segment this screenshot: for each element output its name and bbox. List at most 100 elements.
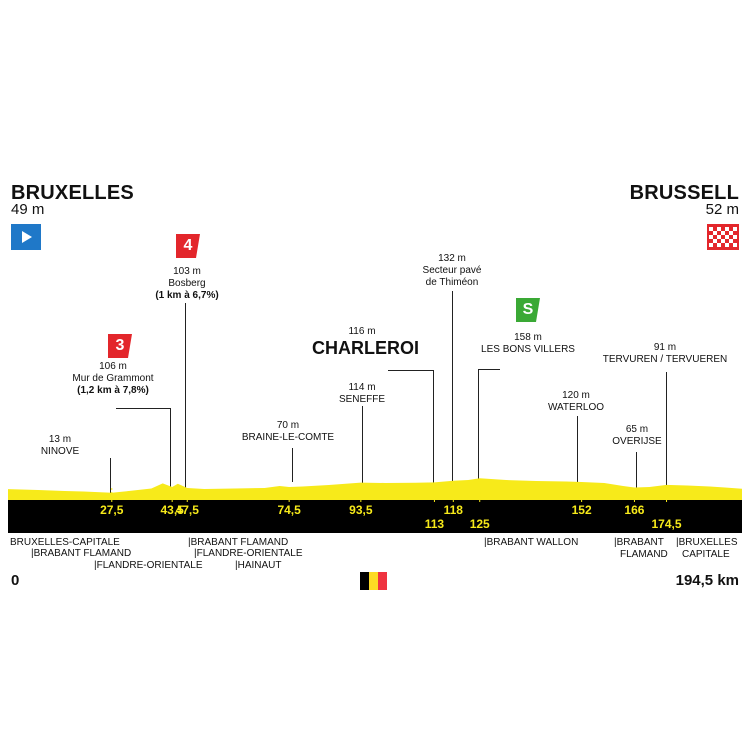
region-text: FLAMAND [620, 549, 668, 560]
finish-km-label: 194,5 km [675, 572, 739, 589]
leader-line [185, 303, 186, 493]
region-label: |BRABANT FLAMAND [188, 537, 288, 549]
flag-stripe [378, 572, 387, 590]
region-text: CAPITALE [682, 549, 730, 560]
place-label-seneffe: 114 m SENEFFE [330, 382, 394, 406]
region-text: BRUXELLES-CAPITALE [10, 537, 120, 548]
climb-category-flag: 3 [108, 334, 132, 358]
region-label: |BRABANT WALLON [484, 537, 578, 549]
start-flag-icon [11, 224, 41, 250]
sprint-name: LES BONS VILLERS [481, 344, 575, 355]
region-label: |HAINAUT [235, 560, 282, 572]
place-altitude: 120 m [562, 390, 590, 401]
place-name: CHARLEROI [312, 338, 419, 358]
place-name: TERVUREN / TERVUEREN [602, 354, 728, 365]
play-icon [22, 231, 32, 243]
region-text: |BRABANT WALLON [484, 537, 579, 548]
km-marker-label: 118 [443, 503, 463, 517]
climb-category-label: 4 [183, 237, 193, 254]
climb-category-flag: 4 [176, 234, 200, 258]
place-label-charleroi: 116 m CHARLEROI [312, 326, 419, 358]
leader-line [170, 408, 171, 490]
start-altitude: 49 m [11, 201, 45, 218]
region-text: |BRABANT [614, 537, 664, 548]
distance-band [8, 500, 742, 533]
place-label-ninove: 13 m NINOVE [40, 434, 80, 458]
place-label-overijse: 65 m OVERIJSE [606, 424, 668, 448]
elevation-area [8, 478, 742, 500]
place-altitude: 70 m [276, 420, 300, 431]
region-text: |HAINAUT [235, 560, 282, 571]
place-label-waterloo: 120 m WATERLOO [540, 390, 612, 414]
region-label: |FLANDRE-ORIENTALE [194, 548, 303, 560]
place-altitude: 13 m [48, 434, 72, 445]
region-label: |BRABANT FLAMAND [31, 548, 131, 560]
km-marker-label: 93,5 [349, 503, 373, 517]
climb-label-grammont: 106 m Mur de Grammont (1,2 km à 7,8%) [60, 361, 166, 397]
leader-line [577, 416, 578, 490]
place-name: NINOVE [40, 446, 80, 457]
leader-line [292, 448, 293, 482]
finish-city-name: BRUSSELL [629, 182, 739, 204]
place-altitude: 91 m [653, 342, 677, 353]
region-text: |FLANDRE-ORIENTALE [94, 560, 203, 571]
sprint-flag: S [516, 298, 540, 322]
place-name: Secteur pavé [422, 265, 482, 276]
place-altitude: 132 m [438, 253, 466, 264]
belgium-flag-icon [360, 572, 387, 590]
region-text: |BRABANT FLAMAND [188, 537, 289, 548]
region-text: |BRUXELLES [676, 537, 738, 548]
climb-altitude: 103 m [173, 266, 201, 277]
sprint-altitude: 158 m [514, 332, 542, 343]
start-city-name: BRUXELLES [11, 182, 134, 204]
leader-line [666, 372, 667, 490]
km-marker-label: 27,5 [100, 503, 124, 517]
finish-flag-icon [707, 224, 739, 250]
flag-stripe [360, 572, 369, 590]
climb-name: Mur de Grammont [72, 373, 154, 384]
climb-label-bosberg: 103 m Bosberg (1 km à 6,7%) [134, 266, 240, 302]
place-name: SENEFFE [338, 394, 386, 405]
km-marker-label: 113 [424, 517, 445, 531]
place-label-thimeon: 132 m Secteur pavé de Thiméon [410, 253, 494, 289]
leader-line [388, 370, 434, 371]
km-marker-label: 43,5 [160, 503, 184, 517]
km-marker-label: 74,5 [277, 503, 301, 517]
region-label: |FLANDRE-ORIENTALE [94, 560, 203, 572]
leader-line [110, 458, 111, 496]
leader-line [433, 370, 434, 488]
km-marker-label: 152 [571, 503, 592, 517]
km-marker-label: 166 [624, 503, 645, 517]
leader-line [452, 291, 453, 484]
place-label-braine: 70 m BRAINE-LE-COMTE [232, 420, 344, 444]
leader-line [478, 369, 500, 370]
climb-name: Bosberg [168, 278, 206, 289]
region-label: |BRABANT FLAMAND [614, 537, 668, 561]
km-marker-label: 174,5 [651, 517, 682, 531]
climb-category-label: 3 [115, 337, 125, 354]
region-label: |BRUXELLES CAPITALE [676, 537, 738, 561]
region-text: |FLANDRE-ORIENTALE [194, 548, 303, 559]
flag-stripe [369, 572, 378, 590]
km-marker-label: 47,5 [175, 503, 199, 517]
leader-line [478, 369, 479, 481]
place-name: OVERIJSE [612, 436, 662, 447]
place-altitude: 116 m [348, 326, 376, 337]
climb-altitude: 106 m [99, 361, 127, 372]
checkered-flag-icon [709, 227, 737, 247]
place-name: de Thiméon [425, 277, 479, 288]
region-text: |BRABANT FLAMAND [31, 548, 132, 559]
place-name: BRAINE-LE-COMTE [241, 432, 335, 443]
leader-line [636, 452, 637, 490]
leader-line [362, 406, 363, 486]
leader-line [116, 408, 170, 409]
place-altitude: 65 m [625, 424, 649, 435]
sprint-label-bons-villers: 158 m LES BONS VILLERS [472, 332, 584, 356]
start-km-label: 0 [11, 572, 20, 589]
place-label-tervuren: 91 m TERVUREN / TERVUEREN [592, 342, 738, 366]
place-name: WATERLOO [547, 402, 605, 413]
place-altitude: 114 m [348, 382, 376, 393]
region-label: BRUXELLES-CAPITALE [10, 537, 120, 549]
